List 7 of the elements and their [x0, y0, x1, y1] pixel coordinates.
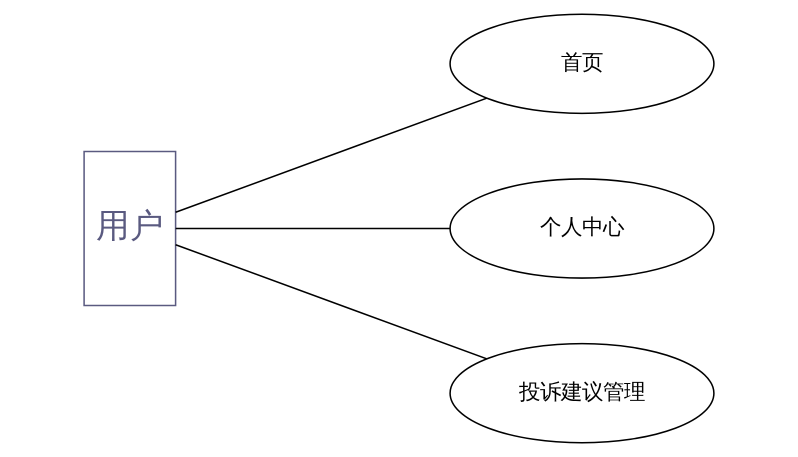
connector: [175, 244, 487, 360]
connector: [176, 228, 450, 230]
node-ellipse: 个人中心: [449, 178, 715, 279]
node-ellipse: 投诉建议管理: [449, 342, 715, 444]
connector: [175, 97, 487, 213]
node-box: 用户: [83, 150, 176, 306]
node-ellipse: 首页: [449, 13, 715, 114]
